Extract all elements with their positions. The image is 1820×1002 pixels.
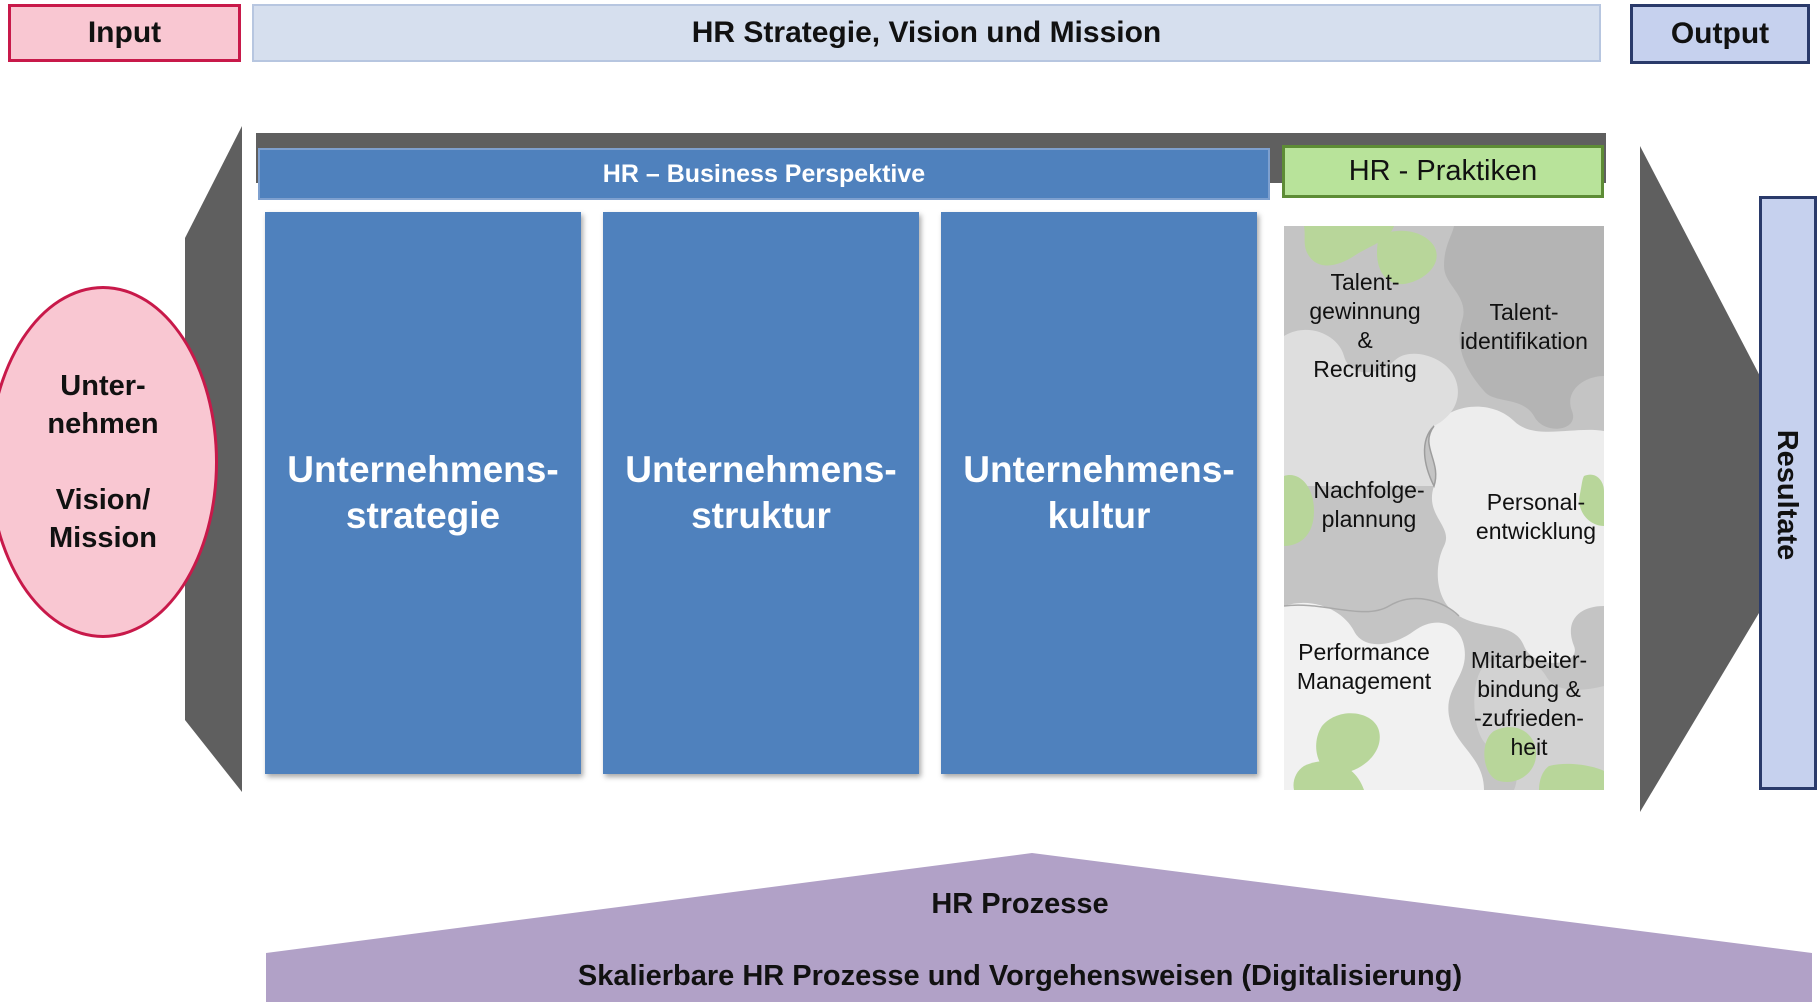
practice-label-line: Management xyxy=(1296,668,1432,694)
practice-label-line: Nachfolge- xyxy=(1313,477,1425,503)
hr-practices-label: HR - Praktiken xyxy=(1348,155,1538,187)
ellipse-line-4: Mission xyxy=(49,522,157,554)
practice-label-line: Talent- xyxy=(1489,299,1559,325)
practice-performance-management: Performance Management xyxy=(1284,638,1444,696)
puzzle-seam xyxy=(1423,425,1437,488)
puzzle-piece-light xyxy=(1428,406,1604,663)
puzzle-accent-green xyxy=(1304,226,1394,266)
hr-strategy-bar: HR Strategie, Vision und Mission xyxy=(252,4,1601,62)
output-arrow xyxy=(1640,146,1762,812)
practice-label-line: entwicklung xyxy=(1475,518,1597,544)
unit-strategy-line-2: strategie xyxy=(345,495,501,536)
puzzle-accent-green xyxy=(1484,727,1537,782)
practice-label-line: gewinnung & xyxy=(1309,298,1421,353)
unit-structure-line-1: Unternehmens- xyxy=(625,449,897,490)
practice-label-line: Recruiting xyxy=(1313,356,1417,382)
puzzle-accent-green xyxy=(1579,474,1604,526)
unit-box-strategy: Unternehmens- strategie xyxy=(265,212,581,774)
unit-structure-line-2: struktur xyxy=(691,495,831,536)
puzzle-piece-light xyxy=(1444,226,1604,429)
practice-label-line: Performance xyxy=(1298,639,1430,665)
business-perspective-header: HR – Business Perspektive xyxy=(258,148,1270,200)
resultate-label: Resultate xyxy=(1771,429,1803,561)
puzzle-piece-light xyxy=(1474,657,1604,790)
practice-talent-identification: Talent- identifikation xyxy=(1439,298,1604,356)
puzzle-accent-green xyxy=(1284,475,1314,546)
practice-label-line: identifikation xyxy=(1460,328,1588,354)
unit-box-structure: Unternehmens- struktur xyxy=(603,212,919,774)
practice-label-line: Personal- xyxy=(1486,489,1586,515)
unit-culture-line-1: Unternehmens- xyxy=(963,449,1235,490)
ellipse-line-2: nehmen xyxy=(47,408,159,440)
practice-label-line: bindung & xyxy=(1477,676,1581,702)
practice-talent-acquisition: Talent- gewinnung & Recruiting xyxy=(1302,268,1428,384)
puzzle-graphic xyxy=(1284,226,1604,790)
puzzle-accent-green xyxy=(1293,761,1364,790)
company-vision-ellipse: Unter- nehmen Vision/ Mission xyxy=(0,286,218,638)
unit-culture-line-2: kultur xyxy=(1047,495,1151,536)
practice-label-line: Talent- xyxy=(1330,269,1400,295)
practice-label-line: -zufrieden- xyxy=(1474,705,1584,731)
input-label-box: Input xyxy=(8,4,241,62)
practice-label-line: plannung xyxy=(1321,506,1417,532)
ellipse-line-3: Vision/ xyxy=(55,484,151,516)
input-label: Input xyxy=(87,16,162,49)
business-perspective-label: HR – Business Perspektive xyxy=(602,159,926,188)
hr-practices-puzzle: Talent- gewinnung & Recruiting Talent- i… xyxy=(1284,226,1604,790)
hr-practices-header: HR - Praktiken xyxy=(1282,145,1604,198)
practice-personnel-development: Personal- entwicklung xyxy=(1466,488,1604,546)
unit-box-culture: Unternehmens- kultur xyxy=(941,212,1257,774)
practice-employee-retention: Mitarbeiter- bindung & -zufrieden- heit xyxy=(1459,646,1599,762)
output-label: Output xyxy=(1670,17,1770,50)
hr-processes-subtitle: Skalierbare HR Prozesse und Vorgehenswei… xyxy=(577,960,1463,992)
practice-succession-planning: Nachfolge- plannung xyxy=(1304,476,1434,534)
puzzle-piece-light xyxy=(1284,602,1484,790)
puzzle-seam xyxy=(1284,597,1460,617)
hr-processes-title: HR Prozesse xyxy=(931,888,1109,920)
puzzle-accent-green xyxy=(1316,713,1380,775)
practice-label-line: Mitarbeiter- xyxy=(1470,647,1588,673)
ellipse-line-1: Unter- xyxy=(60,370,146,402)
unit-strategy-line-1: Unternehmens- xyxy=(287,449,559,490)
puzzle-accent-green xyxy=(1539,763,1604,790)
practice-label-line: heit xyxy=(1510,734,1548,760)
hr-strategy-label: HR Strategie, Vision und Mission xyxy=(691,16,1162,49)
output-label-box: Output xyxy=(1630,4,1810,64)
resultate-box xyxy=(1759,196,1817,790)
puzzle-accent-green xyxy=(1376,230,1437,285)
puzzle-piece-light xyxy=(1284,329,1458,486)
hr-processes-trapezoid xyxy=(266,853,1812,1002)
